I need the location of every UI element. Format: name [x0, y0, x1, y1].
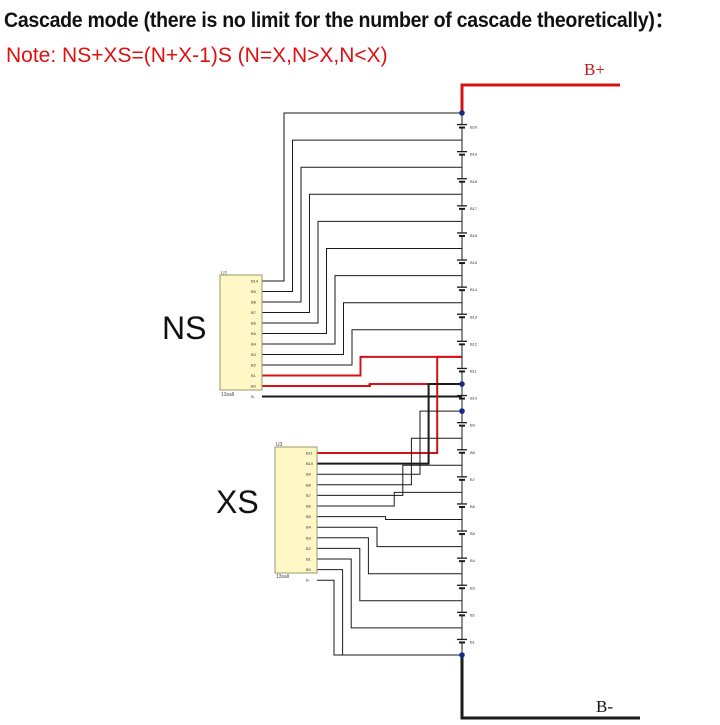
cell-label: B11 [470, 368, 478, 373]
b-minus-label: B- [596, 697, 613, 716]
cell-label: B6 [470, 504, 476, 509]
xs-ic-part: 13sall [276, 574, 290, 580]
xs-wire [317, 437, 462, 486]
cell-label: B15 [470, 260, 478, 265]
ns-pin-label: B4 [251, 342, 257, 347]
xs-wire [317, 537, 462, 575]
xs-pin-label: B10 [306, 461, 314, 466]
xs-wire [317, 579, 462, 656]
cell-label: B7 [470, 477, 476, 482]
cell-label: B10 [470, 396, 478, 401]
ns-red-link [262, 383, 462, 387]
xs-wire [317, 547, 462, 602]
ns-wire [262, 220, 462, 324]
battery-cells: B20B19B18B17B16B15B14B13B12B11B10B9B8B7B… [457, 113, 478, 655]
cell-label: B19 [470, 152, 478, 157]
ns-wire [262, 275, 462, 345]
ns-wire [262, 329, 462, 366]
cell-label: B17 [470, 206, 478, 211]
xs-wire [317, 410, 462, 475]
ns-wire [262, 355, 462, 377]
b-plus-label: B+ [584, 60, 605, 79]
ns-wire [262, 112, 462, 282]
ns-wire [262, 248, 462, 334]
ns-pin-label: B3 [251, 352, 257, 357]
formula-note: Note: NS+XS=(N+X-1)S (N=X,N>X,N<X) [6, 44, 388, 67]
ns-pin-label: B0 [251, 384, 257, 389]
b-minus-bus [460, 655, 640, 720]
ns-pin-label: B6 [251, 321, 257, 326]
junction-dots [459, 110, 465, 658]
xs-wire [317, 569, 462, 656]
xs-wire [317, 464, 462, 496]
xs-wire [317, 491, 462, 507]
cell-label: B8 [470, 450, 476, 455]
xs-wire [317, 383, 462, 465]
xs-wire [317, 558, 462, 629]
cell-label: B14 [470, 287, 478, 292]
xs-label: XS [216, 484, 259, 520]
xs-pin-label: B3 [306, 535, 312, 540]
cell-label: B1 [470, 639, 476, 644]
ns-pin-label: B8 [251, 300, 257, 305]
xs-pin-label: B7 [306, 493, 312, 498]
junction-dot [459, 408, 465, 414]
ns-pin-label: B5 [251, 331, 257, 336]
cell-label: B5 [470, 531, 476, 536]
junction-dot [459, 652, 465, 658]
ns-pin-label: B1 [251, 373, 257, 378]
xs-wire [317, 516, 462, 520]
xs-pin-label: B5 [306, 514, 312, 519]
ns-wire [262, 139, 462, 292]
cell-label: B20 [470, 125, 478, 130]
cell-label: B2 [470, 612, 476, 617]
xs-ic-body [274, 446, 318, 574]
ns-pin-label: B9 [251, 289, 257, 294]
ns-wire [262, 193, 462, 313]
cell-label: B3 [470, 585, 476, 590]
xs-ic-name: U3 [276, 442, 283, 448]
xs-pin-label: B1 [306, 557, 312, 562]
ns-pin-label: B2 [251, 363, 257, 368]
ns-wire [262, 302, 462, 355]
cell-label: B18 [470, 179, 478, 184]
ic-blocks: B14B9B8B7B6B5B4B3B2B1B0B-B11B10B9B8B7B6B… [219, 274, 318, 583]
xs-pin-label: B9 [306, 472, 312, 477]
ns-ic-name: U1 [221, 271, 228, 277]
xs-wire [317, 526, 462, 548]
junction-dot [459, 110, 465, 116]
xs-pin-label: B0 [306, 567, 312, 572]
wires [262, 83, 640, 720]
xs-pin-label: B4 [306, 525, 312, 530]
xs-pin-label: B- [306, 578, 311, 583]
ns-wire [262, 166, 462, 303]
junction-dot [459, 381, 465, 387]
xs-wire [317, 355, 462, 454]
cell-label: B12 [470, 341, 478, 346]
cell-label: B16 [470, 233, 478, 238]
ns-label: NS [162, 310, 207, 346]
xs-pin-label: B8 [306, 482, 312, 487]
ns-ic-body [219, 274, 263, 391]
ns-pin-label: B14 [251, 279, 259, 284]
ns-pin-label: B7 [251, 310, 257, 315]
b-plus-bus [460, 83, 620, 113]
cell-label: B4 [470, 558, 476, 563]
xs-pin-label: B2 [306, 546, 312, 551]
ns-pin-label: B- [251, 394, 256, 399]
xs-pin-label: B11 [306, 451, 314, 456]
xs-pin-label: B6 [306, 504, 312, 509]
cell-label: B13 [470, 314, 478, 319]
diagram-title: Cascade mode (there is no limit for the … [4, 9, 674, 32]
cell-label: B9 [470, 423, 476, 428]
ns-ic-part: 13sall [221, 392, 235, 398]
